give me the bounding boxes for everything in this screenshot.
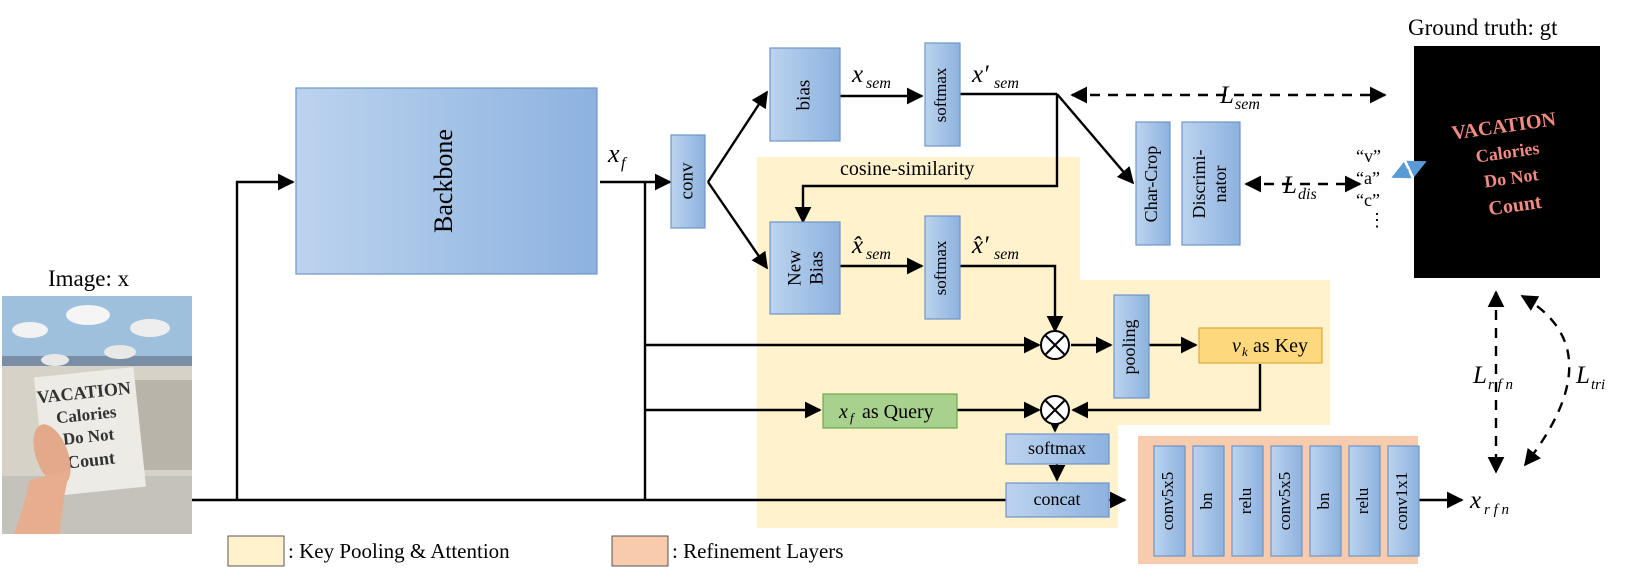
discriminator-box: Discrimi- nator: [1181, 121, 1241, 246]
softmax-label-2: softmax: [931, 240, 950, 295]
pooling-label: pooling: [1119, 319, 1139, 374]
xhat-prime-sem-symbol: x̂′: [971, 232, 989, 259]
xf-subscript: f: [621, 155, 628, 172]
pooling-box: pooling: [1113, 294, 1150, 399]
legend: : Key Pooling & Attention : Refinement L…: [227, 535, 843, 567]
char-gt-link: [1391, 160, 1427, 179]
xhat-sem-symbol: x̂: [851, 232, 863, 259]
lsem-symbol: L: [1219, 82, 1234, 109]
char-label-c: “c”: [1356, 190, 1380, 210]
char-label-a: “a”: [1356, 168, 1380, 188]
xrfn-subscript: r f n: [1484, 502, 1509, 518]
xrfn-symbol: x: [1469, 487, 1481, 514]
lrfn-symbol: L: [1472, 362, 1487, 389]
discriminator-label-1: Discrimi-: [1189, 150, 1209, 219]
ldis-subscript: dis: [1298, 186, 1317, 203]
softmax-label-3: softmax: [1028, 438, 1086, 458]
input-image: VACATION Calories Do Not Count: [2, 296, 192, 534]
lsem-subscript: sem: [1235, 96, 1260, 113]
lrfn-subscript: r f n: [1488, 377, 1513, 393]
new-bias-label-1: New: [784, 250, 805, 286]
multiply-operator-1: [1040, 330, 1070, 360]
key-box: v k as Key: [1198, 327, 1323, 364]
photo-text-line-4: Count: [66, 448, 116, 473]
xsem-subscript: sem: [866, 75, 891, 92]
refinement-layer-3: relu: [1236, 487, 1255, 514]
bias-box: bias: [769, 47, 841, 142]
legend-label-refinement: : Refinement Layers: [672, 539, 843, 563]
xq-subscript: f: [850, 410, 856, 425]
xq-symbol: x: [838, 401, 848, 423]
refinement-layer-6: relu: [1353, 487, 1372, 514]
xsem-symbol: x: [851, 61, 863, 88]
char-crop-label: Char-Crop: [1141, 146, 1161, 223]
discriminator-label-2: nator: [1210, 166, 1230, 203]
concat-label: concat: [1034, 489, 1081, 509]
ltri-subscript: tri: [1591, 377, 1605, 393]
refinement-layers: conv5x5 bn relu conv5x5 bn relu conv1x1: [1153, 445, 1420, 557]
key-label: as Key: [1253, 335, 1308, 357]
char-label-ellipsis: ⋮: [1368, 210, 1386, 230]
ldis-symbol: L: [1282, 172, 1297, 199]
xhat-prime-sem-subscript: sem: [994, 246, 1019, 263]
legend-swatch-refinement: [611, 535, 669, 567]
refinement-layer-1: conv5x5: [1158, 472, 1177, 531]
new-bias-box: New Bias: [769, 221, 841, 315]
xprime-sem-subscript: sem: [994, 75, 1019, 92]
new-bias-label-2: Bias: [806, 251, 827, 285]
refinement-layer-4: conv5x5: [1275, 472, 1294, 531]
ltri-symbol: L: [1575, 362, 1590, 389]
multiply-operator-2: [1040, 395, 1070, 425]
xprime-sem-symbol: x′: [971, 61, 989, 88]
query-box: x f as Query: [822, 393, 958, 429]
char-crop-box: Char-Crop: [1135, 121, 1171, 246]
xf-symbol: x: [607, 139, 620, 168]
backbone-label: Backbone: [429, 129, 458, 233]
softmax-box-3: softmax: [1005, 433, 1110, 465]
char-label-v: “v”: [1356, 146, 1381, 166]
softmax-label-1: softmax: [931, 67, 950, 122]
backbone-box: Backbone: [295, 87, 598, 275]
concat-box: concat: [1005, 482, 1110, 518]
image-label: Image: x: [48, 266, 130, 291]
xhat-sem-subscript: sem: [866, 246, 891, 263]
cosine-similarity-label: cosine-similarity: [840, 158, 974, 180]
softmax-box-2: softmax: [924, 215, 961, 320]
legend-label-key-pooling: : Key Pooling & Attention: [288, 539, 510, 563]
legend-swatch-key-pooling: [227, 535, 285, 567]
conv-label: conv: [676, 162, 697, 199]
ground-truth-label: Ground truth: gt: [1408, 15, 1558, 40]
refinement-layer-7: conv1x1: [1392, 472, 1411, 531]
query-label: as Query: [862, 401, 934, 423]
conv-box: conv: [670, 134, 706, 229]
refinement-layer-2: bn: [1197, 492, 1216, 510]
ground-truth-image: VACATION Calories Do Not Count: [1414, 46, 1600, 278]
vk-symbol: v: [1232, 335, 1241, 357]
bias-label: bias: [793, 80, 814, 111]
vk-subscript: k: [1242, 344, 1248, 359]
refinement-layer-5: bn: [1314, 492, 1333, 510]
softmax-box-1: softmax: [924, 42, 961, 147]
